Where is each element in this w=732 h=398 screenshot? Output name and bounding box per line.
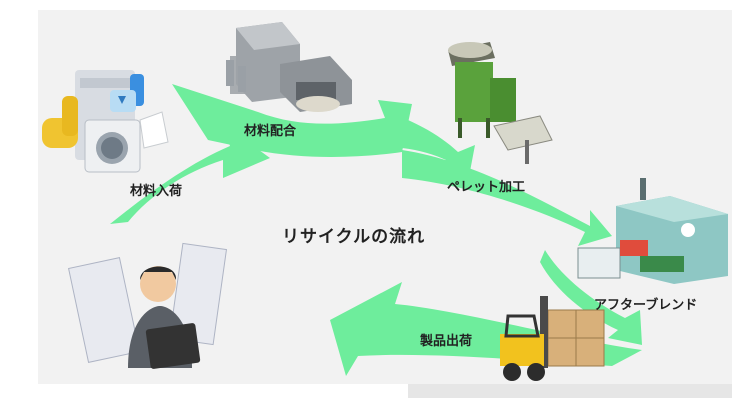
diagram-title: リサイクルの流れ	[282, 227, 426, 247]
factory-icon	[577, 178, 728, 284]
bottom-strip	[408, 384, 732, 398]
step-label-material-intake: 材料入荷	[130, 184, 183, 199]
step-label-product-shipping: 製品出荷	[420, 334, 473, 349]
arrow-segment-4	[540, 250, 642, 345]
arrow-segment-1	[110, 124, 270, 224]
arrow-segment-2	[172, 84, 412, 157]
step-label-material-blending: 材料配合	[244, 124, 297, 139]
arrow-segment-3	[402, 120, 612, 246]
mixing-machine-icon	[226, 22, 352, 112]
recyclables-pile-icon	[42, 70, 169, 173]
step-label-pellet-processing: ペレット加工	[447, 180, 526, 195]
step-label-after-blend: アフターブレンド	[594, 298, 698, 313]
pellet-extruder-icon	[448, 42, 553, 164]
businessman-laptop-icon	[67, 242, 228, 369]
forklift-icon	[500, 296, 605, 381]
